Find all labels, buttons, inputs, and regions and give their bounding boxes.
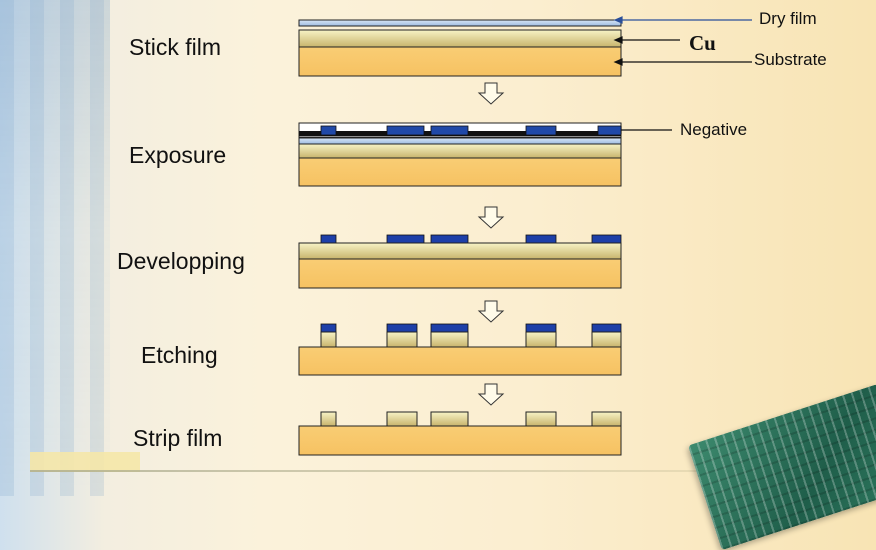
resist-block [386, 323, 418, 333]
cu-trace [525, 411, 557, 427]
step-label-stick-film: Stick film [129, 34, 221, 60]
cu-layer [298, 143, 622, 159]
callout-dry-film: Dry film [759, 9, 817, 28]
background-decoration [0, 0, 110, 496]
down-arrow-icon [477, 206, 505, 229]
substrate-layer [298, 346, 622, 376]
step-label-etching: Etching [141, 342, 218, 368]
developping-stack [298, 234, 622, 289]
step-label-developping: Developping [117, 248, 245, 274]
substrate-layer [298, 157, 622, 187]
resist-block [386, 234, 425, 244]
cu-trace [430, 411, 469, 427]
negative-opening-4 [525, 125, 557, 136]
cu-trace [386, 411, 418, 427]
resist-block [320, 234, 337, 244]
substrate-arrowhead [613, 58, 623, 66]
callout-substrate: Substrate [754, 50, 827, 69]
cu-trace [430, 331, 469, 348]
cu-trace [591, 411, 622, 427]
dry-film-layer [298, 19, 622, 27]
callout-lines [612, 16, 752, 134]
dry-film-layer [298, 137, 622, 145]
negative-opening-3 [430, 125, 469, 136]
resist-block [591, 234, 622, 244]
down-arrow-icon [477, 300, 505, 323]
substrate-layer [298, 258, 622, 289]
cu-trace [591, 331, 622, 348]
resist-block [430, 323, 469, 333]
negative-opening-5 [597, 125, 622, 136]
cu-layer [298, 29, 622, 48]
cu-trace [386, 331, 418, 348]
substrate-layer [298, 46, 622, 77]
resist-block [320, 323, 337, 333]
negative-opening-1 [320, 125, 337, 136]
negative-opening-2 [386, 125, 425, 136]
strip-film-stack [298, 411, 622, 456]
dry-film-arrowhead [613, 16, 623, 24]
step-label-strip-film: Strip film [133, 425, 223, 451]
step-label-exposure: Exposure [129, 142, 227, 168]
down-arrow-icon [477, 383, 505, 406]
etching-stack [298, 323, 622, 376]
cu-arrowhead [613, 36, 623, 44]
callout-negative: Negative [680, 120, 748, 139]
resist-block [525, 323, 557, 333]
exposure-stack [298, 122, 622, 187]
cu-trace [320, 411, 337, 427]
cu-trace [525, 331, 557, 348]
resist-block [430, 234, 469, 244]
resist-block [525, 234, 557, 244]
footer-line [30, 470, 730, 472]
callout-cu: Cu [689, 31, 716, 55]
down-arrow-icon [477, 82, 505, 105]
pcb-process-diagram [298, 16, 752, 456]
resist-block [591, 323, 622, 333]
substrate-layer [298, 425, 622, 456]
cu-trace [320, 331, 337, 348]
footer-band [30, 452, 140, 472]
cu-layer [298, 242, 622, 260]
stick-film-stack [298, 19, 622, 77]
